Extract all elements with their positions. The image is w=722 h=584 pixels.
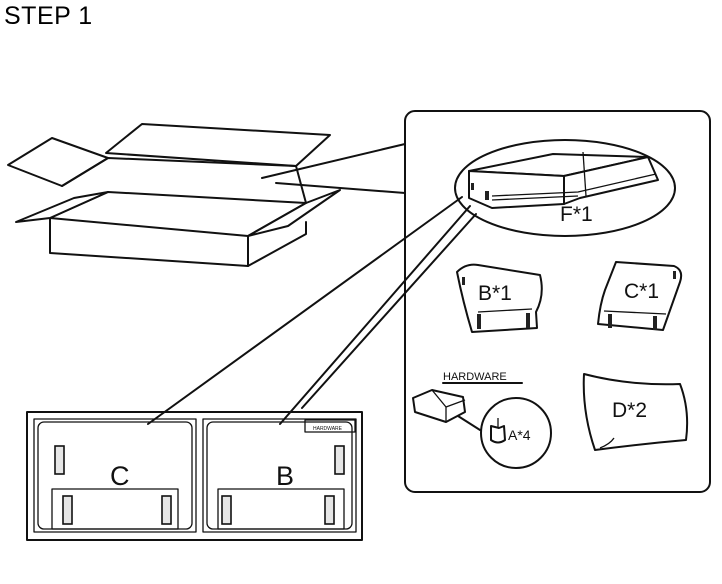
carton-hardware-tag: HARDWARE [313, 426, 343, 432]
part-c-backrest [597, 261, 683, 331]
part-f-sofa-base [468, 151, 659, 209]
carton-label-b: B [276, 461, 294, 491]
part-d-pillow [582, 373, 689, 451]
part-f-label: F*1 [560, 203, 593, 226]
step-title: STEP 1 [4, 2, 93, 30]
part-c-label: C*1 [624, 280, 659, 303]
part-a-leg [490, 418, 506, 444]
part-a-label: A*4 [508, 427, 531, 443]
part-f-oval [454, 139, 676, 237]
parts-panel [404, 110, 711, 493]
part-d-label: D*2 [612, 399, 647, 422]
part-b-label: B*1 [478, 282, 512, 305]
carton-top-view [26, 411, 363, 541]
part-a-circle [480, 397, 552, 469]
open-shipping-box [7, 123, 341, 267]
hardware-bag [412, 389, 466, 423]
part-b-backrest [456, 263, 543, 333]
carton-label-c: C [110, 461, 130, 491]
hardware-label: HARDWARE [443, 371, 507, 383]
